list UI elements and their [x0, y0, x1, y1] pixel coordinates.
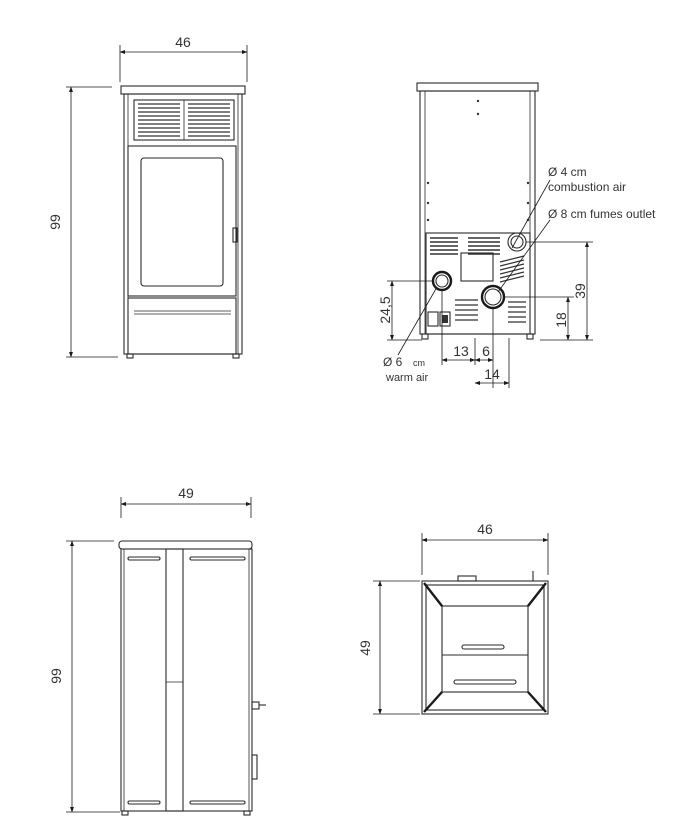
- power-switch-rocker: [442, 315, 448, 323]
- back-top-plate: [416, 82, 539, 92]
- side-groove-bottom-right: [189, 800, 246, 805]
- screw-dot: [526, 201, 530, 205]
- top-rear-nozzle: [457, 575, 477, 582]
- top-view: 46 49: [357, 521, 549, 715]
- front-top-plate: [120, 85, 246, 95]
- vent-slot: [499, 275, 525, 283]
- dim-18-label: 18: [553, 312, 569, 328]
- combustion-air-leader: [511, 179, 551, 249]
- side-rear-box: [251, 754, 258, 780]
- back-panel-screws: [426, 99, 530, 222]
- dim-14-label: 14: [484, 366, 500, 382]
- top-width-label: 46: [477, 521, 493, 537]
- front-foot-right: [232, 353, 240, 359]
- combustion-air-caption: combustion air: [548, 180, 626, 194]
- side-groove-top-right: [189, 556, 246, 561]
- side-groove-bottom-left: [127, 800, 161, 805]
- warm-air-leader: [397, 286, 438, 356]
- back-foot-right: [526, 333, 534, 340]
- screw-dot: [526, 181, 530, 185]
- back-connection-panel: [425, 232, 531, 335]
- vent-slot: [499, 271, 525, 279]
- side-view: 49 99: [48, 485, 266, 816]
- dim-13-label: 13: [453, 343, 469, 359]
- front-width-label: 46: [175, 34, 191, 50]
- top-outline: [421, 580, 549, 715]
- back-fan-plate: [460, 252, 494, 282]
- warm-air-caption: warm air: [385, 372, 429, 384]
- side-body: [120, 548, 253, 812]
- screw-dot: [426, 181, 430, 185]
- screw-dot: [476, 99, 480, 103]
- front-door-glass: [140, 157, 224, 287]
- top-hopper: [441, 605, 529, 693]
- front-height-label: 99: [47, 214, 63, 230]
- side-rear-nozzle: [251, 701, 260, 710]
- front-body: [123, 93, 243, 355]
- dim-24-5-label: 24,5: [377, 296, 393, 323]
- power-socket: [427, 311, 439, 327]
- dim-6-label: 6: [482, 343, 490, 359]
- combustion-air-label: Ø 4 cm: [548, 165, 587, 179]
- top-drawer-handle: [453, 679, 517, 685]
- front-foot-left: [126, 353, 134, 359]
- door-handle: [232, 227, 238, 243]
- side-groove-top-left: [127, 556, 161, 561]
- side-height-label: 99: [48, 668, 64, 684]
- power-switch: [439, 311, 451, 327]
- fumes-outlet-leader: [497, 219, 551, 293]
- side-foot-right: [243, 810, 251, 816]
- side-center-strip: [165, 548, 184, 812]
- top-depth-label: 49: [357, 640, 373, 656]
- front-door: [127, 145, 237, 297]
- warm-air-unit: cm: [413, 358, 425, 368]
- side-top-plate: [118, 540, 253, 550]
- top-lid-handle: [461, 644, 505, 650]
- screw-dot: [476, 112, 480, 116]
- side-foot-left: [121, 810, 129, 816]
- warm-air-label: Ø 6: [383, 355, 403, 369]
- back-foot-left: [421, 333, 429, 340]
- fumes-outlet-label: Ø 8 cm fumes outlet: [548, 207, 656, 221]
- back-view: Ø 4 cm combustion air Ø 8 cm fumes outle…: [377, 82, 656, 388]
- vent-slot: [499, 267, 525, 275]
- screw-dot: [426, 218, 430, 222]
- vent-slot: [499, 255, 525, 263]
- back-body: [419, 90, 536, 335]
- vent-slot: [499, 263, 525, 271]
- screw-dot: [426, 201, 430, 205]
- dim-39-label: 39: [572, 283, 588, 299]
- side-width-label: 49: [178, 485, 194, 501]
- front-view: 46 99: [47, 34, 248, 359]
- back-vent-slots: [430, 237, 526, 323]
- grille-slats: [138, 103, 230, 137]
- front-ash-drawer: [127, 297, 237, 355]
